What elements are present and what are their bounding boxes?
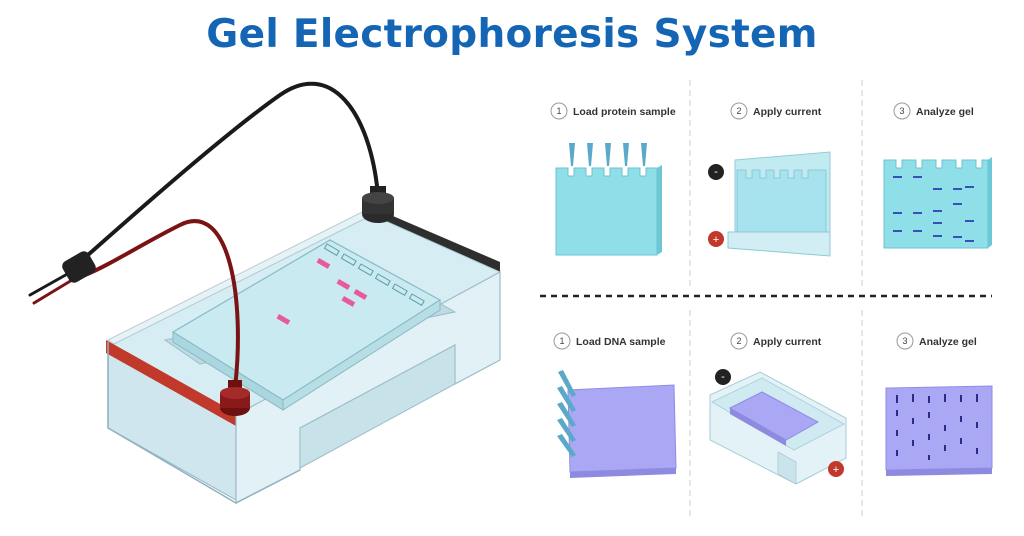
dna-load-illustration [557,370,677,478]
protein-bands [893,176,974,242]
step-number: 3 [902,336,907,346]
positive-sign: + [713,234,719,246]
step-label: Load DNA sample [576,336,666,348]
red-electrode-plug [220,380,250,416]
positive-sign: + [833,464,839,476]
sample-bands [276,258,368,325]
dna-step-1-header: 1 Load DNA sample [553,332,666,350]
protein-gel-block [555,167,658,256]
dna-step-2-header: 2 Apply current [730,332,822,350]
step-number-badge [550,102,568,120]
step-number-badge [730,332,748,350]
step-label: Apply current [753,336,822,348]
protein-step-2-header: 2 Apply current [730,102,822,120]
step-number: 1 [559,336,564,346]
step-number-badge [730,102,748,120]
positive-electrode-icon [828,461,844,477]
red-cable [83,219,240,390]
protein-result-gel [883,157,992,249]
red-end-strip [106,340,236,426]
dna-result-gel [885,385,993,476]
step-number-badge [893,102,911,120]
step-label: Analyze gel [916,106,974,118]
step-label: Load protein sample [573,106,676,118]
positive-electrode-icon [708,231,724,247]
pipette-icon [557,370,576,457]
protein-load-illustration [555,143,662,256]
stage-recess [299,344,456,469]
dna-step-3-header: 3 Analyze gel [896,332,977,350]
step-number-badge [553,332,571,350]
panel-dividers [540,80,992,520]
protein-current-illustration: - + [708,151,831,257]
gel-wells [323,243,425,307]
protein-step-1-header: 1 Load protein sample [550,102,676,120]
step-number: 2 [736,336,741,346]
step-number: 1 [556,106,561,116]
pipette-icon [569,143,647,166]
gel-box-apparatus [106,206,502,504]
negative-electrode-icon [708,164,724,180]
dna-bands [896,394,978,460]
black-cable [78,81,380,264]
step-label: Analyze gel [919,336,977,348]
negative-electrode-icon [715,369,731,385]
step-number: 2 [736,106,741,116]
negative-sign: - [721,371,725,383]
step-number: 3 [899,106,904,116]
cable-splitter [62,251,96,283]
page-title: Gel Electrophoresis System [206,12,818,57]
step-number-badge [896,332,914,350]
dna-current-illustration: - + [709,369,847,485]
gel-slab-edge-right [282,299,441,411]
step-label: Apply current [753,106,822,118]
negative-sign: - [714,166,718,178]
black-electrode-plug [362,186,394,223]
protein-step-3-header: 3 Analyze gel [893,102,974,120]
dna-gel-block [567,384,677,473]
